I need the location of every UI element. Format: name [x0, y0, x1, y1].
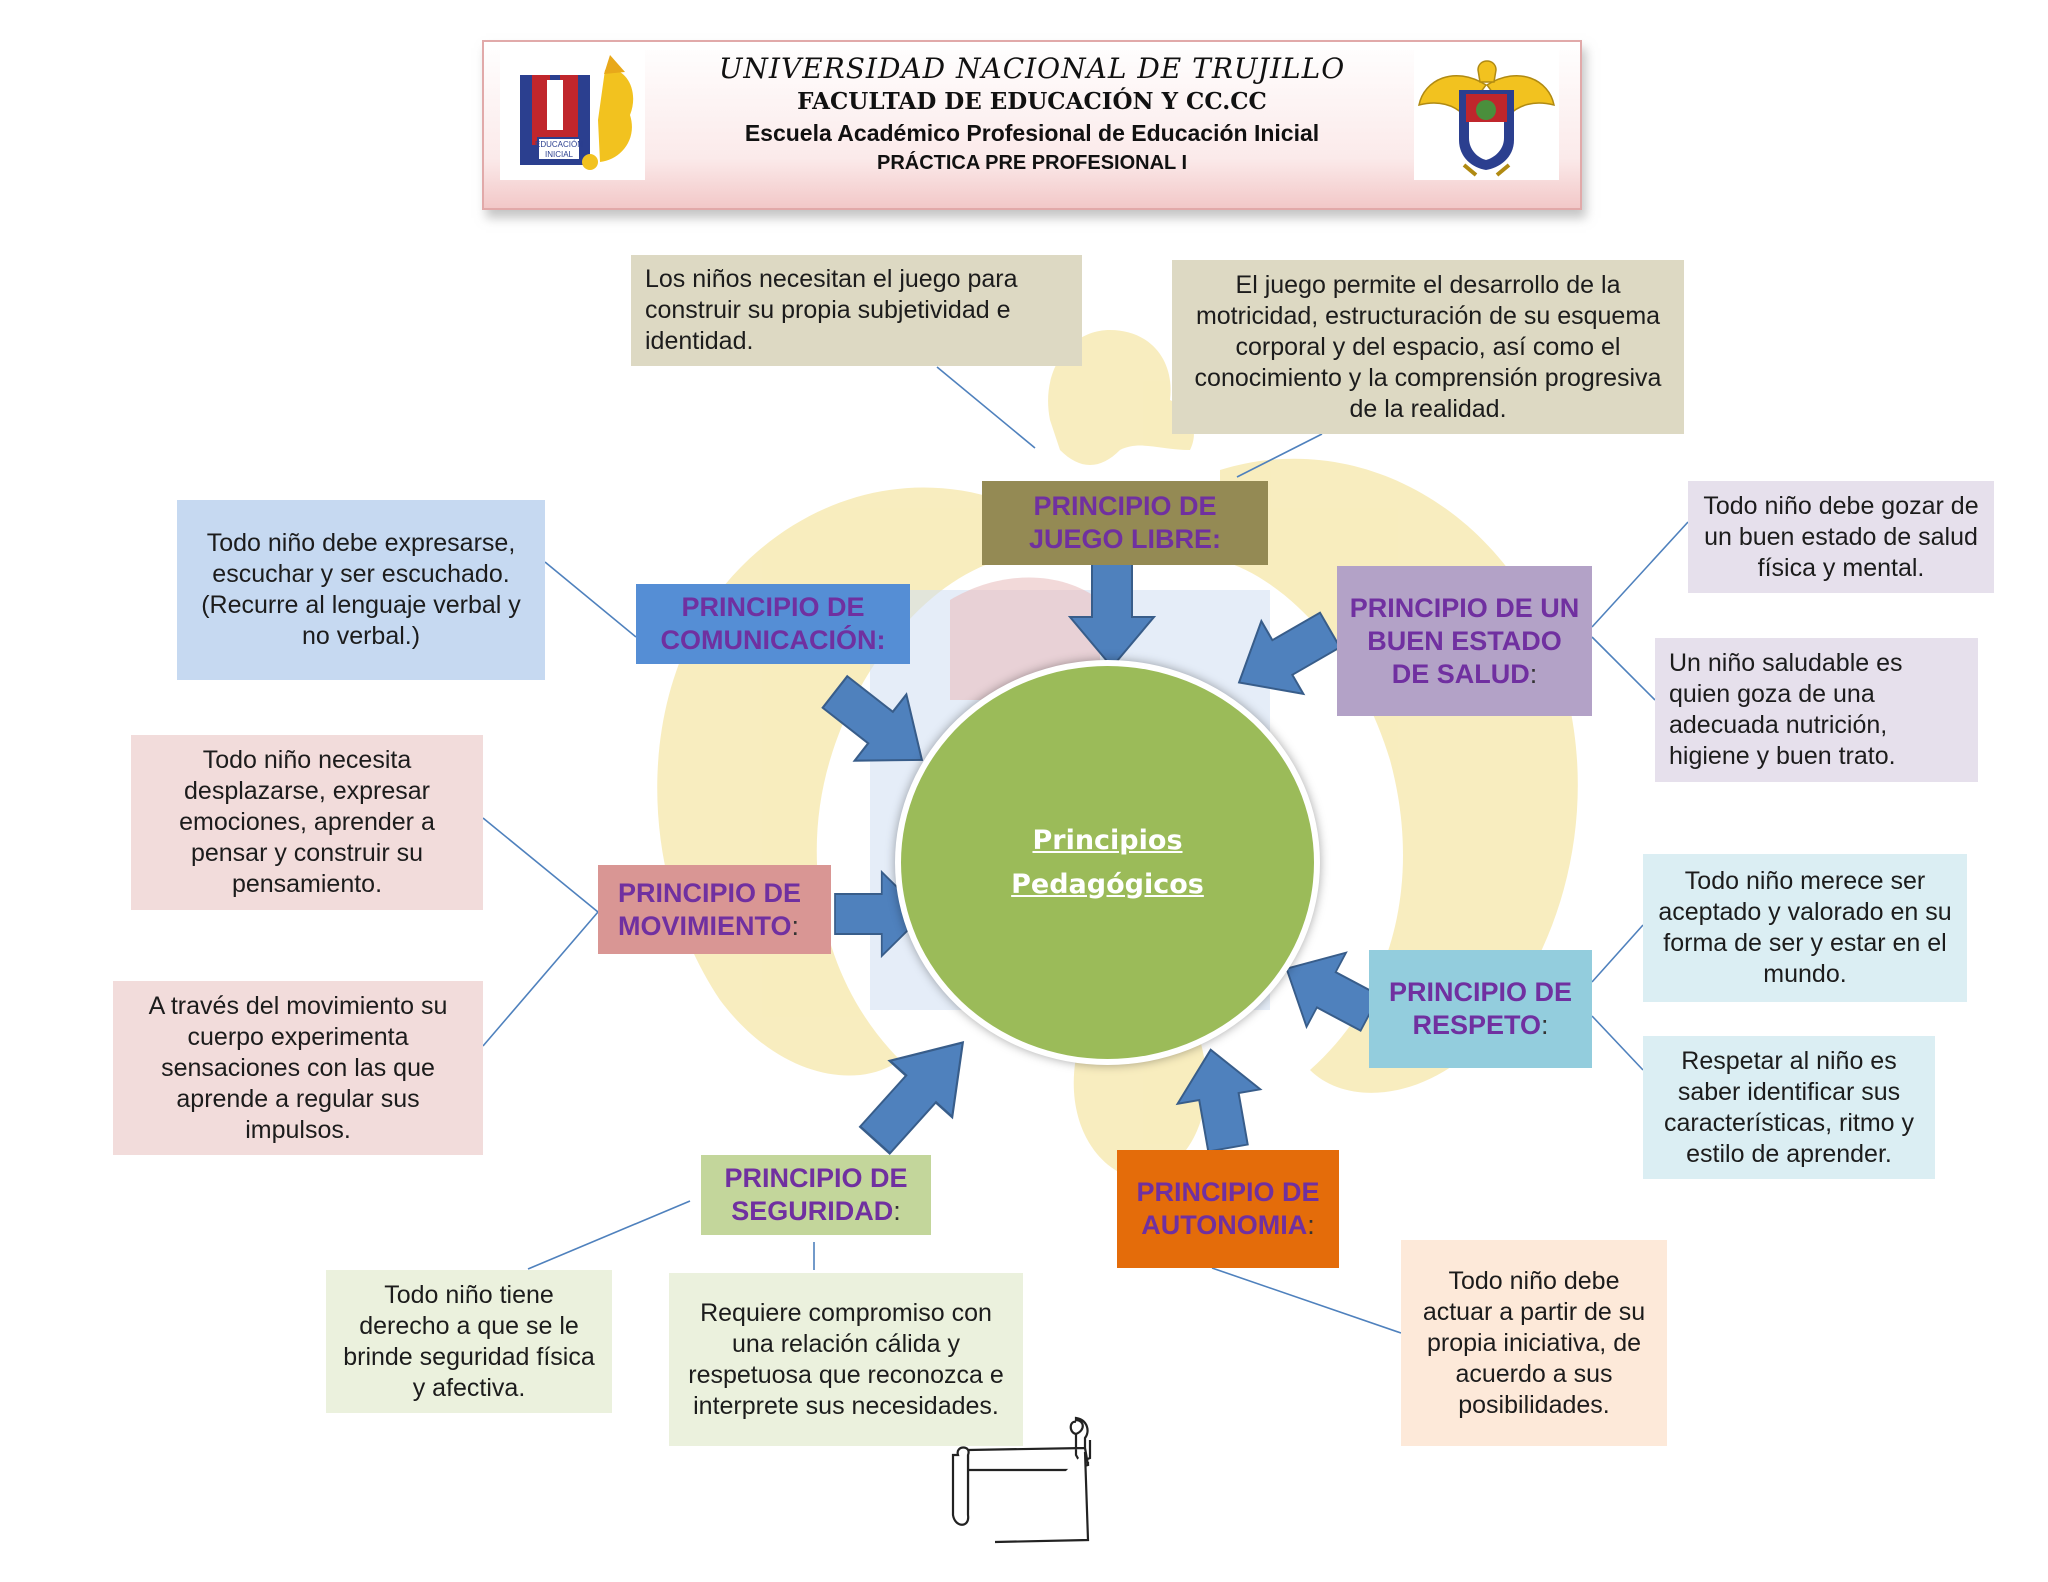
principle-respeto-colon: : — [1541, 1010, 1549, 1040]
connector-salud-1 — [1591, 521, 1689, 628]
connector-movimiento-1 — [482, 817, 599, 913]
arrow-from-comunicacion — [821, 674, 924, 762]
principle-respeto-label: PRINCIPIO DE RESPETO — [1388, 977, 1573, 1040]
seguridad-description-2: Requiere compromiso con una relación cál… — [669, 1273, 1023, 1446]
griffin-emblem-icon — [1418, 60, 1555, 177]
scroll-icon — [951, 1416, 1092, 1544]
school-name: Escuela Académico Profesional de Educaci… — [744, 120, 1320, 146]
connector-salud-2 — [1591, 636, 1656, 701]
logo-text-educacion: EDUCACIÓN — [535, 140, 583, 149]
watermark-tail — [1073, 1040, 1207, 1180]
respeto-description-1: Todo niño merece ser aceptado y valorado… — [1643, 854, 1967, 1002]
movimiento-description-1: Todo niño necesita desplazarse, expresar… — [131, 735, 483, 910]
comunicacion-description-1: Todo niño debe expresarse, escuchar y se… — [177, 500, 545, 680]
principle-salud-colon: : — [1529, 658, 1538, 689]
principle-movimiento: PRINCIPIO DE MOVIMIENTO: — [598, 865, 831, 954]
connector-respeto-1 — [1591, 924, 1644, 983]
principle-movimiento-label: PRINCIPIO DE MOVIMIENTO — [618, 877, 802, 941]
center-title-line1: Principios — [1032, 824, 1183, 856]
connector-respeto-2 — [1591, 1015, 1644, 1071]
salud-description-1: Todo niño debe gozar de un buen estado d… — [1688, 481, 1994, 593]
seguridad-description-1: Todo niño tiene derecho a que se le brin… — [326, 1270, 612, 1413]
principle-movimiento-colon: : — [791, 910, 800, 941]
practice-name: PRÁCTICA PRE PROFESIONAL I — [876, 152, 1188, 174]
connector-juego-2 — [1236, 433, 1323, 478]
arrow-from-salud — [1237, 611, 1342, 696]
education-logo-icon: EDUCACIÓN INICIAL — [520, 55, 634, 170]
connector-comunicacion-1 — [544, 561, 637, 638]
arrow-from-autonomia — [1175, 1048, 1263, 1153]
juego-description-1: Los niños necesitan el juego para constr… — [631, 255, 1082, 366]
center-circle: Principios Pedagógicos — [895, 660, 1320, 1065]
principle-salud: PRINCIPIO DE UN BUEN ESTADO DE SALUD: — [1337, 566, 1592, 716]
connector-juego-1 — [936, 366, 1036, 449]
respeto-description-2: Respetar al niño es saber identificar su… — [1643, 1036, 1935, 1179]
watermark-head — [1048, 330, 1194, 465]
salud-description-2: Un niño saludable es quien goza de una a… — [1655, 638, 1978, 782]
connector-autonomia-1 — [1211, 1267, 1402, 1334]
logo-text-inicial: INICIAL — [545, 150, 574, 159]
principle-seguridad-label: PRINCIPIO DE SEGURIDAD — [724, 1163, 908, 1226]
connector-lines — [482, 366, 1689, 1334]
principle-autonomia: PRINCIPIO DE AUTONOMIA: — [1117, 1150, 1339, 1268]
arrow-from-seguridad — [858, 1041, 965, 1155]
connector-movimiento-2 — [482, 911, 599, 1047]
juego-description-2: El juego permite el desarrollo de la mot… — [1172, 260, 1684, 434]
center-title-line2: Pedagógicos — [1011, 868, 1204, 900]
movimiento-description-2: A través del movimiento su cuerpo experi… — [113, 981, 483, 1155]
principle-respeto: PRINCIPIO DE RESPETO: — [1369, 950, 1592, 1068]
university-name: UNIVERSIDAD NACIONAL DE TRUJILLO — [718, 52, 1346, 85]
faculty-name: FACULTAD DE EDUCACIÓN Y CC.CC — [797, 88, 1267, 115]
principle-juego-libre: PRINCIPIO DE JUEGO LIBRE: — [982, 481, 1268, 565]
principle-seguridad: PRINCIPIO DE SEGURIDAD: — [701, 1155, 931, 1235]
principle-juego-label: PRINCIPIO DE JUEGO LIBRE: — [1028, 491, 1222, 554]
connector-seguridad-1 — [527, 1200, 691, 1270]
principle-comunicacion: PRINCIPIO DE COMUNICACIÓN: — [636, 584, 910, 664]
principle-autonomia-colon: : — [1307, 1210, 1315, 1240]
autonomia-description-1: Todo niño debe actuar a partir de su pro… — [1401, 1240, 1667, 1446]
principle-comunicacion-label: PRINCIPIO DE COMUNICACIÓN: — [660, 592, 886, 655]
header-banner: EDUCACIÓN INICIAL UNIVERSIDAD NACIONAL D… — [482, 40, 1582, 210]
arrow-from-juego — [1067, 561, 1157, 669]
arrows — [821, 561, 1381, 1155]
principle-autonomia-label: PRINCIPIO DE AUTONOMIA — [1136, 1177, 1320, 1240]
principle-salud-label: PRINCIPIO DE UN BUEN ESTADO DE SALUD — [1349, 592, 1580, 689]
left-logo: EDUCACIÓN INICIAL — [500, 50, 645, 180]
right-logo — [1414, 50, 1559, 180]
principle-seguridad-colon: : — [893, 1196, 901, 1226]
